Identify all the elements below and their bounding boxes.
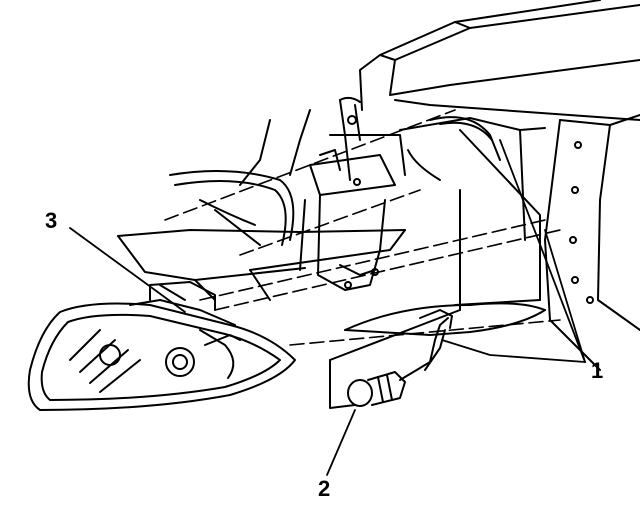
lower-plate — [344, 302, 546, 336]
callout-1: 1 — [591, 358, 604, 383]
alignment-guides — [164, 109, 561, 346]
bulb-socket — [347, 309, 453, 407]
mounting-plate — [117, 229, 406, 301]
callout-2: 2 — [318, 476, 331, 501]
headlamp-assembly — [27, 281, 296, 411]
callout-3: 3 — [45, 208, 58, 233]
leader-lines — [69, 139, 586, 476]
fender-panel — [359, 0, 640, 371]
wiring-harness — [169, 149, 341, 246]
support-bracket — [239, 96, 406, 291]
